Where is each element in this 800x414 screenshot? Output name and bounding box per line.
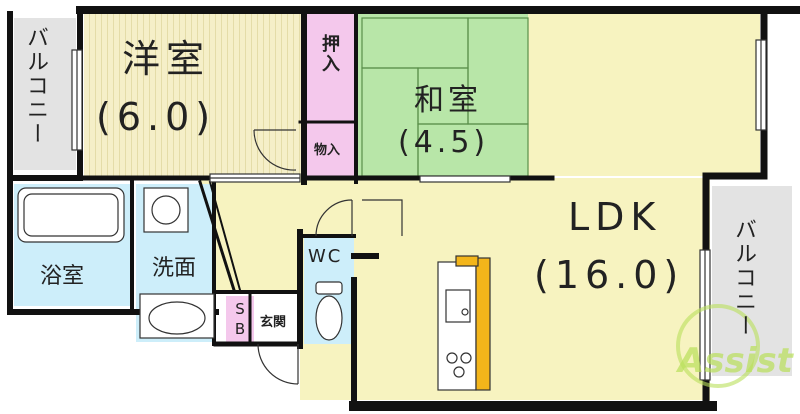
- oshiire-floor: [306, 14, 356, 124]
- oshiire-label: 押入: [319, 34, 340, 74]
- toilet: [315, 281, 343, 341]
- washroom-label: 洗面: [152, 256, 197, 281]
- japanese-room-size: (4.5): [398, 125, 490, 160]
- wc-label: WC: [308, 246, 343, 267]
- windows: [71, 39, 767, 381]
- bath-label: 浴室: [40, 264, 85, 289]
- balcony-left-floor: [14, 18, 76, 170]
- washbasin: [139, 187, 215, 339]
- ldk-floor-lower: [300, 178, 710, 400]
- balcony-right-floor: [712, 186, 792, 376]
- western-room-size: (6.0): [96, 95, 217, 139]
- western-room-name: 洋室: [122, 37, 211, 81]
- shoe-box-label: SB: [231, 300, 249, 340]
- ldk-size: (16.0): [534, 253, 685, 297]
- bathtub: [17, 187, 125, 243]
- entrance-floor: [254, 296, 298, 342]
- japanese-room-floor: [358, 14, 536, 180]
- kitchen-counter: [437, 255, 491, 391]
- balcony-right-label: バルコニー: [731, 218, 756, 338]
- western-room-floor: [84, 14, 306, 176]
- doors: [209, 129, 511, 385]
- svg-text:Assist: Assist: [675, 341, 795, 381]
- storage-floor: [306, 124, 356, 176]
- hall-floor: [200, 176, 310, 290]
- japanese-room-name: 和室: [414, 83, 482, 118]
- entrance-label: 玄関: [260, 315, 287, 330]
- storage-label: 物入: [314, 143, 341, 158]
- ldk-floor: [528, 14, 760, 176]
- balcony-left-label: バルコニー: [23, 26, 48, 146]
- ldk-name: LDK: [568, 195, 662, 239]
- watermark-logo: Assist: [675, 304, 795, 388]
